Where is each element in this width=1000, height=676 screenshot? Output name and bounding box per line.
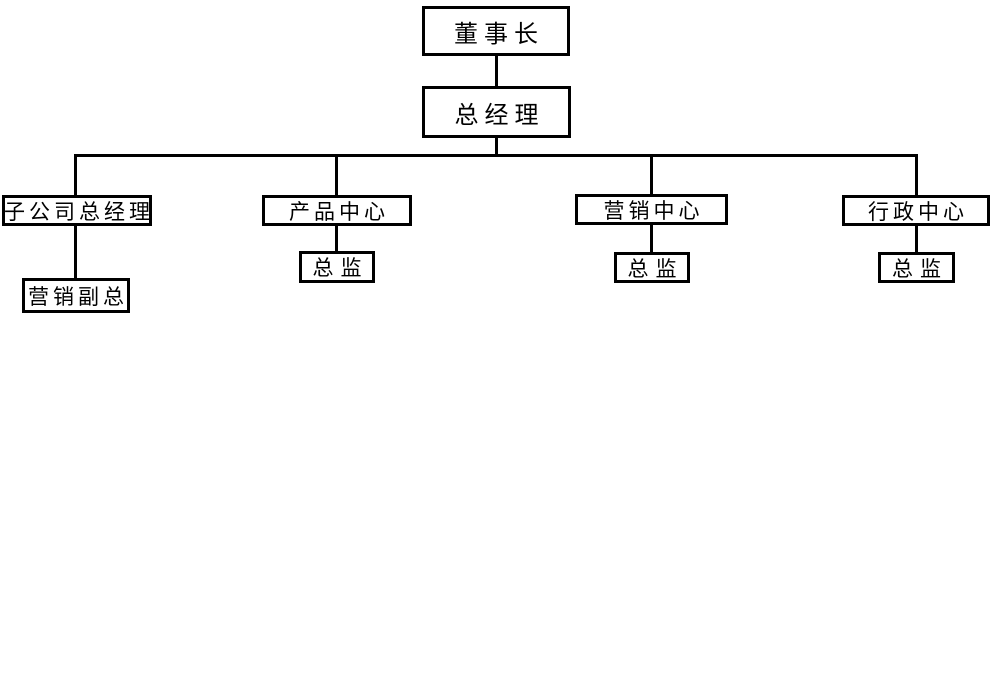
connector-bus-to-product-center (335, 155, 338, 195)
org-node-marketing-director: 总监 (614, 252, 690, 283)
org-node-subsidiary-general-manager-label: 子公司总经理 (4, 200, 154, 224)
org-node-general-manager: 总经理 (422, 86, 571, 138)
org-node-admin-center: 行政中心 (842, 195, 990, 226)
connector-horizontal-bus (74, 154, 918, 157)
connector-bus-to-subsidiary-gm (74, 155, 77, 195)
org-node-subsidiary-general-manager: 子公司总经理 (2, 195, 152, 226)
connector-product-center-to-director (335, 226, 338, 251)
org-node-admin-center-label: 行政中心 (868, 200, 968, 224)
org-node-marketing-vp: 营销副总 (22, 278, 130, 313)
org-node-product-center: 产品中心 (262, 195, 412, 226)
org-node-product-director-label: 总监 (312, 257, 369, 280)
connector-subsidiary-gm-to-marketing-vp (74, 226, 77, 278)
org-node-general-manager-label: 总经理 (454, 101, 545, 129)
org-node-marketing-director-label: 总监 (627, 257, 684, 281)
org-node-marketing-vp-label: 营销副总 (28, 285, 128, 309)
org-node-admin-director-label: 总监 (892, 257, 948, 281)
connector-general-manager-to-bus (495, 138, 498, 155)
connector-chairman-to-general-manager (495, 56, 498, 86)
org-node-marketing-center-label: 营销中心 (603, 199, 704, 223)
org-node-product-center-label: 产品中心 (289, 200, 389, 224)
org-node-admin-director: 总监 (878, 252, 955, 283)
connector-bus-to-admin-center (915, 155, 918, 195)
org-node-chairman: 董事长 (422, 6, 570, 56)
connector-admin-center-to-director (915, 226, 918, 252)
connector-marketing-center-to-director (650, 225, 653, 252)
org-node-product-director: 总监 (299, 251, 375, 283)
org-node-chairman-label: 董事长 (454, 20, 544, 48)
connector-bus-to-marketing-center (650, 155, 653, 194)
org-node-marketing-center: 营销中心 (575, 194, 728, 225)
